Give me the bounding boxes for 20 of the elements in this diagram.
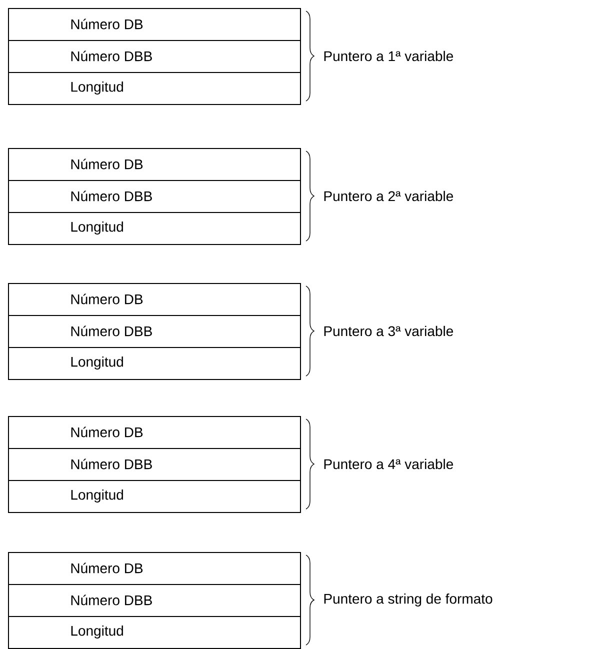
table-cell: Longitud: [8, 480, 301, 513]
table-cell: Número DB: [8, 8, 301, 42]
table-cell: Número DBB: [8, 448, 301, 481]
table-cell: Número DBB: [8, 584, 301, 617]
table-cell: Longitud: [8, 347, 301, 380]
table-cell: Longitud: [8, 212, 301, 245]
table-cell: Longitud: [8, 72, 301, 105]
table-cell: Número DBB: [8, 180, 301, 213]
table-cell: Longitud: [8, 616, 301, 649]
table-cell: Número DBB: [8, 40, 301, 73]
table-cell: Número DB: [8, 283, 301, 316]
table-cell: Número DB: [8, 148, 301, 181]
pointer-label: Puntero a 2ª variable: [324, 190, 454, 202]
pointer-label: Puntero a 3ª variable: [324, 326, 454, 336]
pointer-label: Puntero a 4ª variable: [324, 458, 454, 470]
table-cell: Número DBB: [8, 315, 301, 348]
pointer-label: Puntero a 1ª variable: [324, 50, 454, 62]
table-cell: Número DB: [8, 552, 301, 585]
pointer-label: Puntero a string de formato: [324, 593, 492, 607]
table-cell: Número DB: [8, 416, 301, 449]
